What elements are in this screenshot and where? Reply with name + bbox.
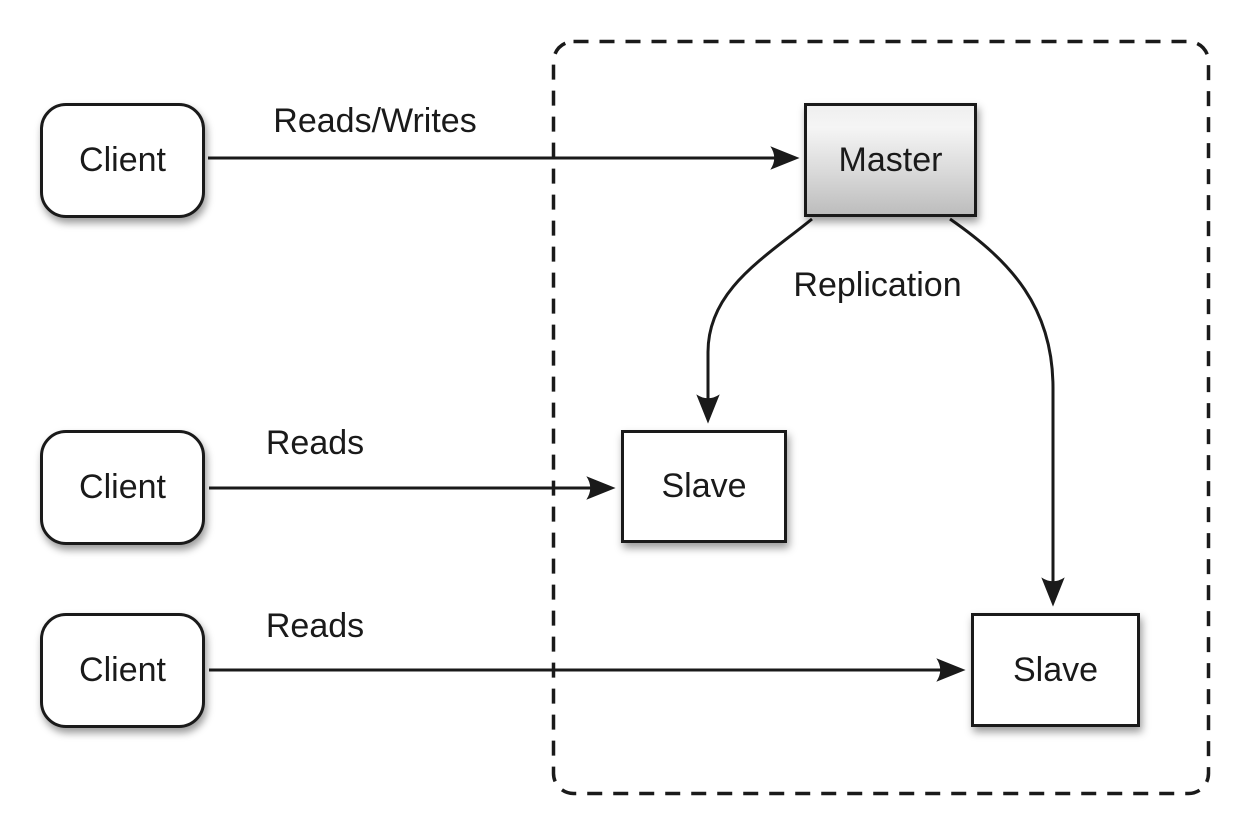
slave-node-2: Slave (971, 613, 1140, 727)
client-node-2-label: Client (79, 468, 166, 506)
master-node: Master (804, 103, 977, 217)
client-node-3-label: Client (79, 651, 166, 689)
client-node-3: Client (40, 613, 205, 728)
client-node-2: Client (40, 430, 205, 545)
master-node-label: Master (838, 140, 943, 179)
replication-group-boundary (551, 39, 1211, 796)
edge-master-to-slave1 (696, 217, 813, 424)
slave-node-1-label: Slave (661, 467, 747, 505)
client-node-1-label: Client (79, 141, 166, 179)
edge-label-reads-writes: Reads/Writes (273, 102, 477, 140)
edge-label-replication: Replication (793, 266, 962, 304)
edge-master-to-slave2 (949, 217, 1065, 607)
slave-node-1: Slave (621, 430, 787, 543)
edge-label-reads-2: Reads (265, 607, 365, 645)
client-node-1: Client (40, 103, 205, 218)
edge-label-reads-1: Reads (265, 424, 365, 462)
slave-node-2-label: Slave (1012, 650, 1099, 689)
